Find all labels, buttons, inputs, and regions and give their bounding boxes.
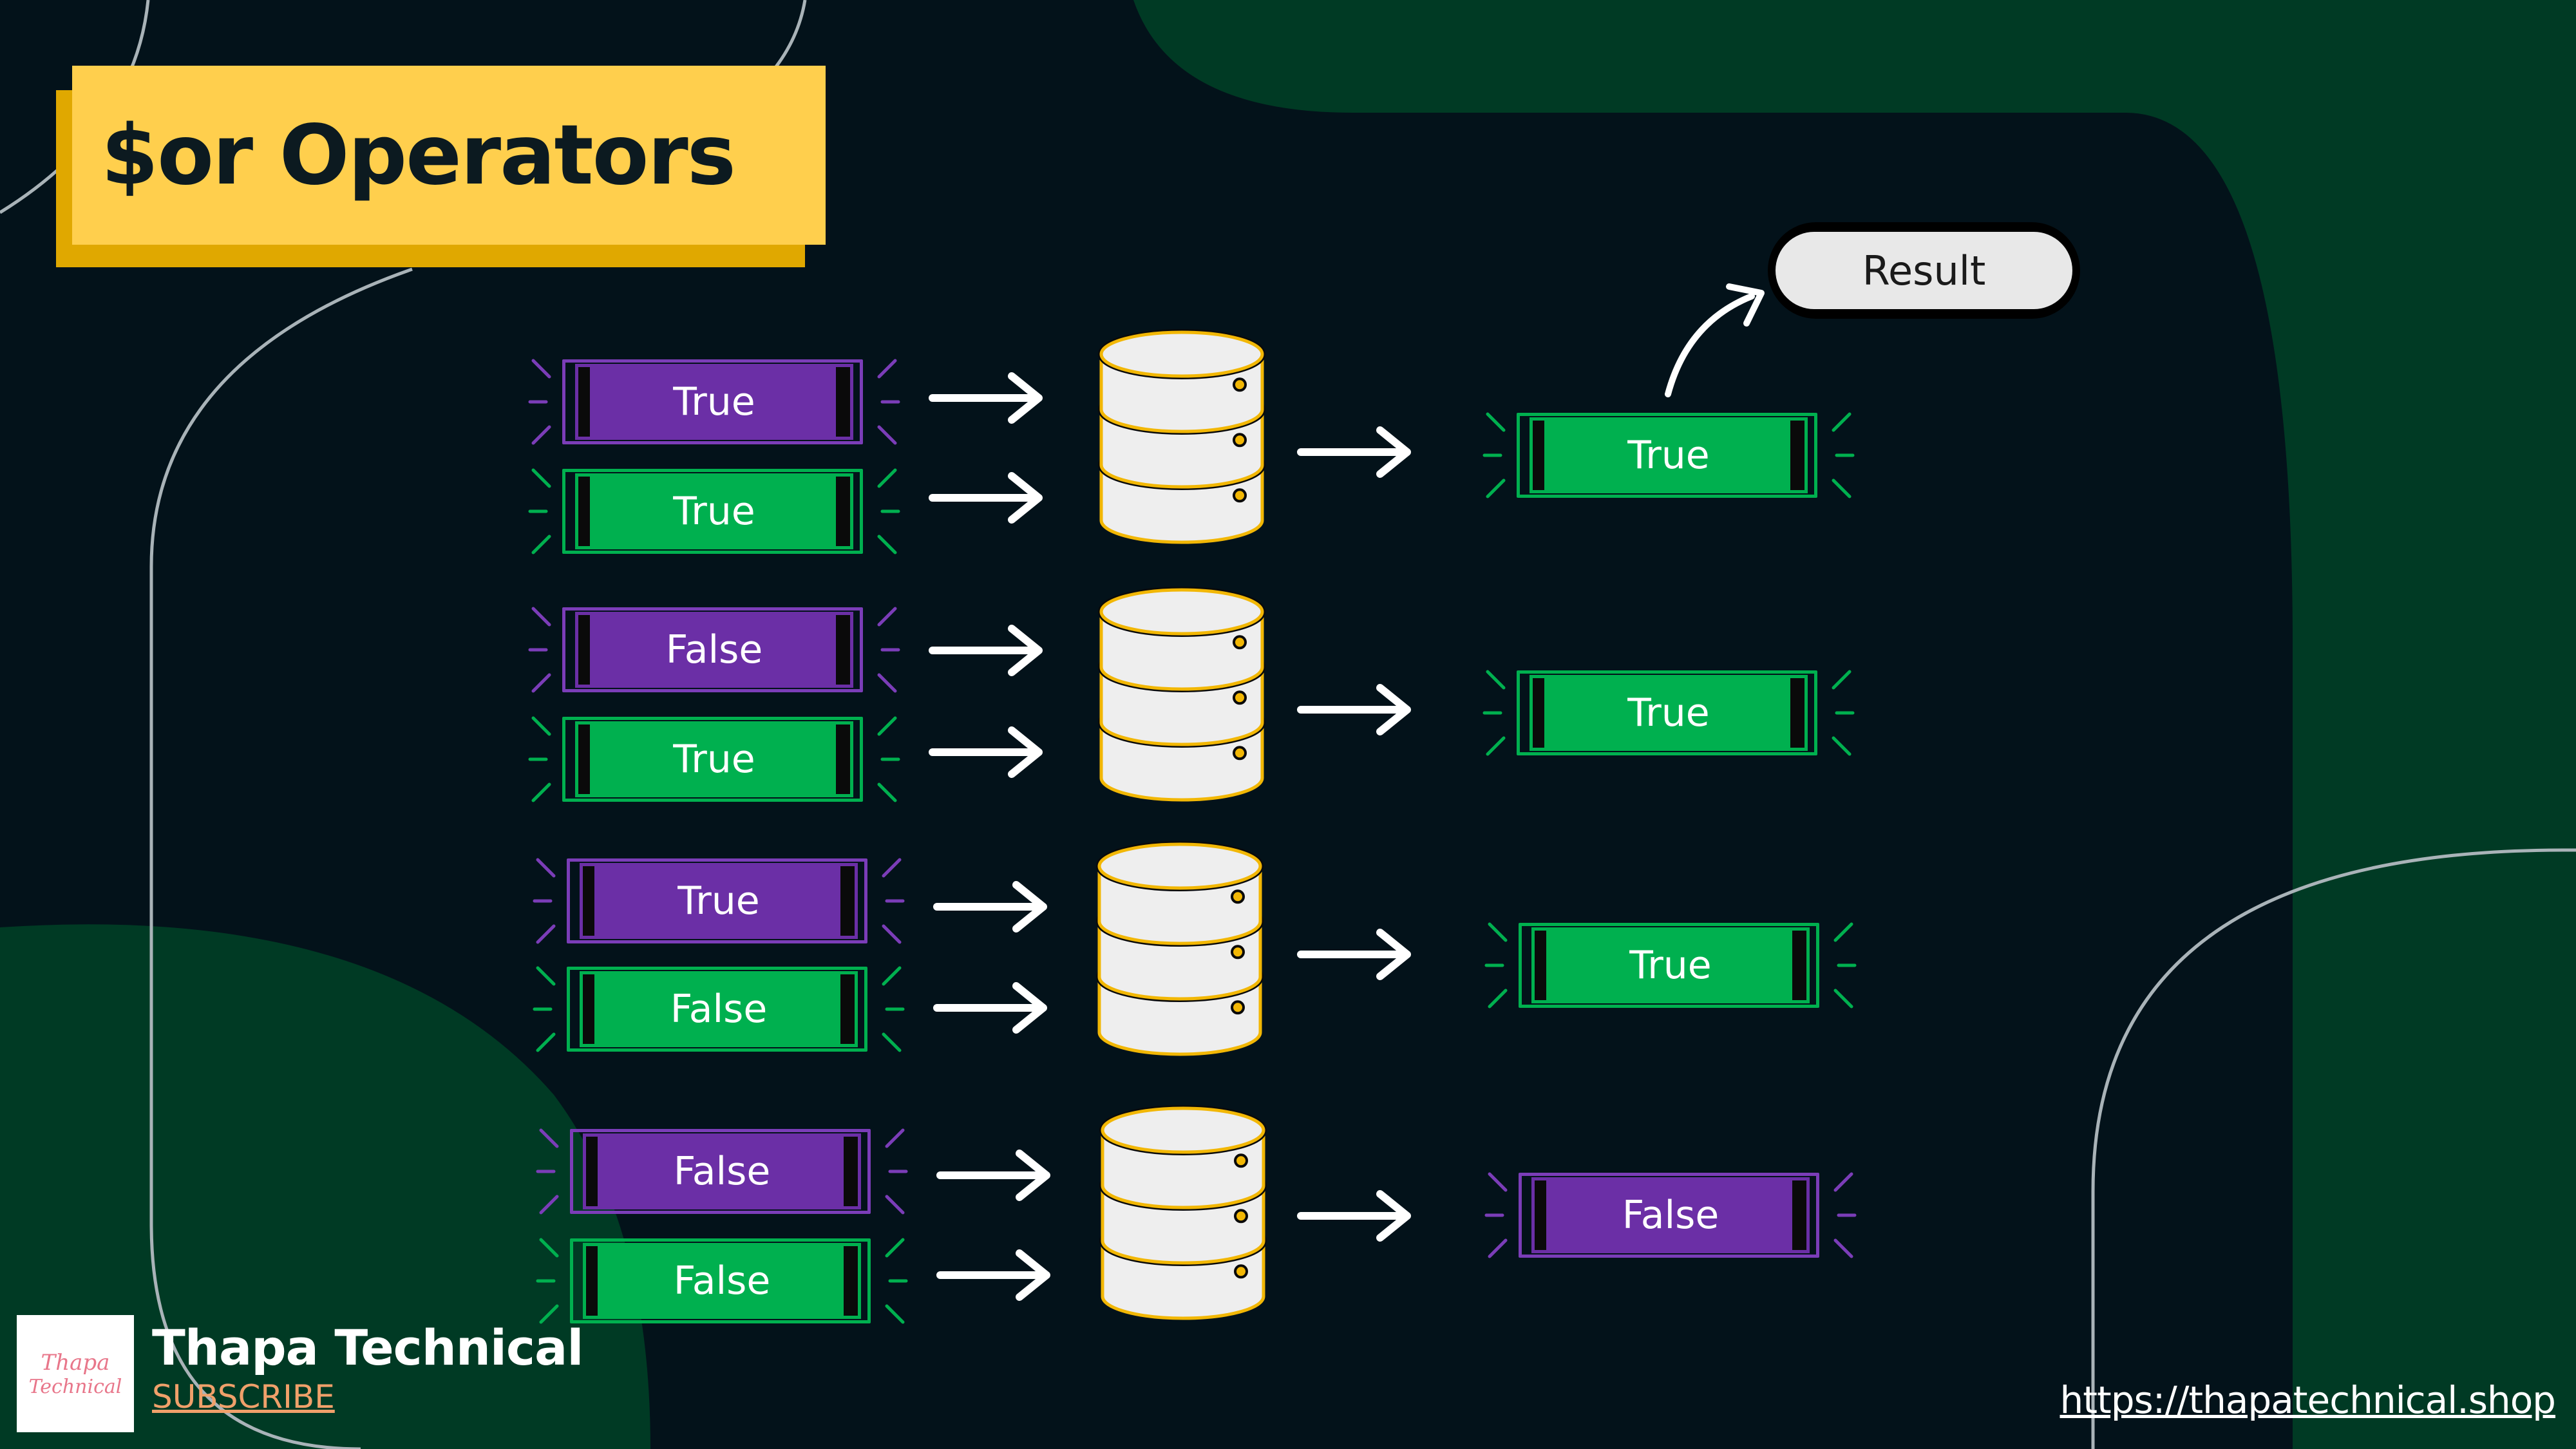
row4-input-a: False bbox=[570, 1129, 871, 1214]
channel-logo: Thapa Technical bbox=[17, 1315, 134, 1432]
row1-input-b: True bbox=[562, 469, 863, 554]
row1-output: True bbox=[1517, 413, 1817, 498]
row2-arrow-out bbox=[1297, 684, 1411, 735]
result-label: Result bbox=[1776, 232, 2072, 309]
row3-arrow-b bbox=[933, 982, 1047, 1034]
row2-input-a-label: False bbox=[665, 627, 763, 672]
row3-output: True bbox=[1519, 923, 1819, 1008]
logo-text-1: Thapa bbox=[41, 1349, 110, 1376]
row3-input-b-sparks bbox=[533, 966, 905, 1052]
row3-output-sparks bbox=[1484, 922, 1857, 1009]
row1-input-b-sparks bbox=[528, 468, 900, 554]
row1-input-a: True bbox=[562, 359, 863, 444]
row4-arrow-a bbox=[936, 1150, 1050, 1201]
subscribe-link[interactable]: SUBSCRIBE bbox=[152, 1378, 335, 1416]
row3-arrow-out bbox=[1297, 929, 1411, 980]
row3-input-a: True bbox=[567, 858, 867, 943]
row4-input-b-sparks bbox=[536, 1238, 908, 1324]
row3-arrow-a bbox=[933, 881, 1047, 933]
row4-output: False bbox=[1519, 1173, 1819, 1258]
row2-input-a-sparks bbox=[528, 607, 900, 693]
page-title: $or Operators bbox=[101, 107, 736, 204]
row2-output-label: True bbox=[1627, 690, 1710, 735]
row1-arrow-out bbox=[1297, 426, 1411, 478]
row1-arrow-a bbox=[929, 372, 1043, 424]
row2-input-a: False bbox=[562, 607, 863, 692]
row3-input-a-label: True bbox=[677, 878, 760, 923]
row4-arrow-b bbox=[936, 1249, 1050, 1301]
row2-arrow-b bbox=[929, 726, 1043, 778]
row4-input-b: False bbox=[570, 1238, 871, 1323]
row2-output-sparks bbox=[1482, 670, 1855, 756]
channel-name: Thapa Technical bbox=[152, 1319, 583, 1376]
row1-database-icon bbox=[1098, 329, 1265, 544]
row2-input-b-sparks bbox=[528, 716, 900, 802]
row1-input-a-label: True bbox=[673, 379, 755, 424]
row2-database-icon bbox=[1098, 587, 1265, 802]
result-pill: Result bbox=[1768, 222, 2080, 319]
row1-output-sparks bbox=[1482, 412, 1855, 498]
row3-input-b: False bbox=[567, 967, 867, 1052]
row2-input-b-label: True bbox=[673, 737, 755, 782]
row1-arrow-b bbox=[929, 472, 1043, 524]
row1-input-b-label: True bbox=[673, 489, 755, 534]
row4-output-label: False bbox=[1622, 1193, 1719, 1238]
row2-arrow-a bbox=[929, 625, 1043, 676]
row3-input-a-sparks bbox=[533, 858, 905, 944]
row4-database-icon bbox=[1099, 1105, 1267, 1320]
logo-text-2: Technical bbox=[28, 1375, 122, 1398]
row1-output-label: True bbox=[1627, 433, 1710, 478]
row1-input-a-sparks bbox=[528, 359, 900, 445]
website-link[interactable]: https://thapatechnical.shop bbox=[2060, 1378, 2556, 1422]
row4-arrow-out bbox=[1297, 1190, 1411, 1242]
row4-input-a-label: False bbox=[673, 1149, 771, 1194]
row3-output-label: True bbox=[1629, 943, 1712, 988]
title-banner: $or Operators bbox=[72, 66, 826, 245]
row4-input-a-sparks bbox=[536, 1128, 908, 1215]
row2-output: True bbox=[1517, 670, 1817, 755]
row3-database-icon bbox=[1096, 841, 1264, 1056]
row3-input-b-label: False bbox=[670, 987, 768, 1032]
row2-input-b: True bbox=[562, 717, 863, 802]
row4-input-b-label: False bbox=[673, 1258, 771, 1303]
row4-output-sparks bbox=[1484, 1172, 1857, 1258]
